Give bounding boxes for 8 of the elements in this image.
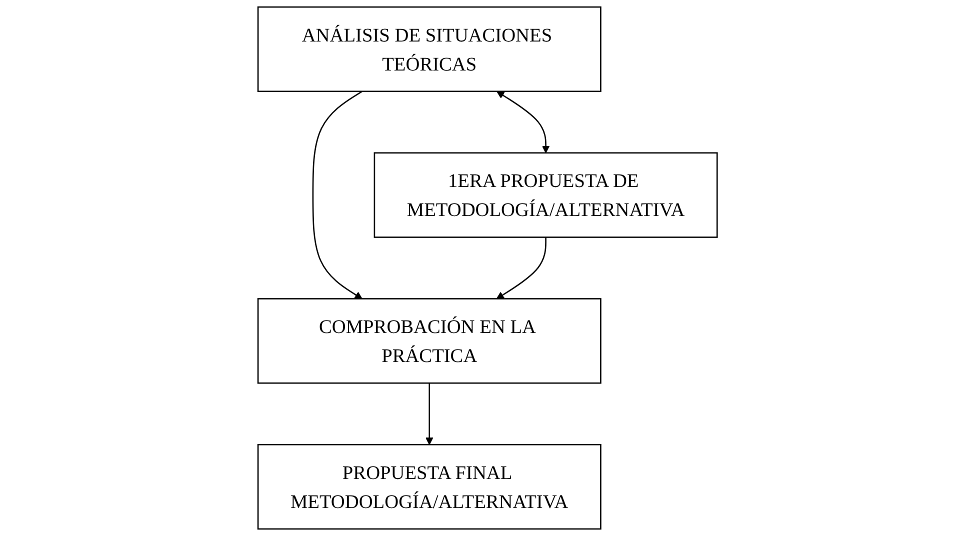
arrow — [496, 237, 546, 300]
arrow — [312, 90, 362, 300]
arrow — [425, 383, 434, 445]
node-box: PROPUESTA FINAL METODOLOGÍA/ALTERNATIVA — [257, 444, 602, 530]
node-box: COMPROBACIÓN EN LA PRÁCTICA — [257, 298, 602, 384]
arrow — [496, 91, 550, 154]
node-box: 1ERA PROPUESTA DE METODOLOGÍA/ALTERNATIVA — [374, 152, 718, 238]
node-box: ANÁLISIS DE SITUACIONES TEÓRICAS — [257, 6, 602, 92]
